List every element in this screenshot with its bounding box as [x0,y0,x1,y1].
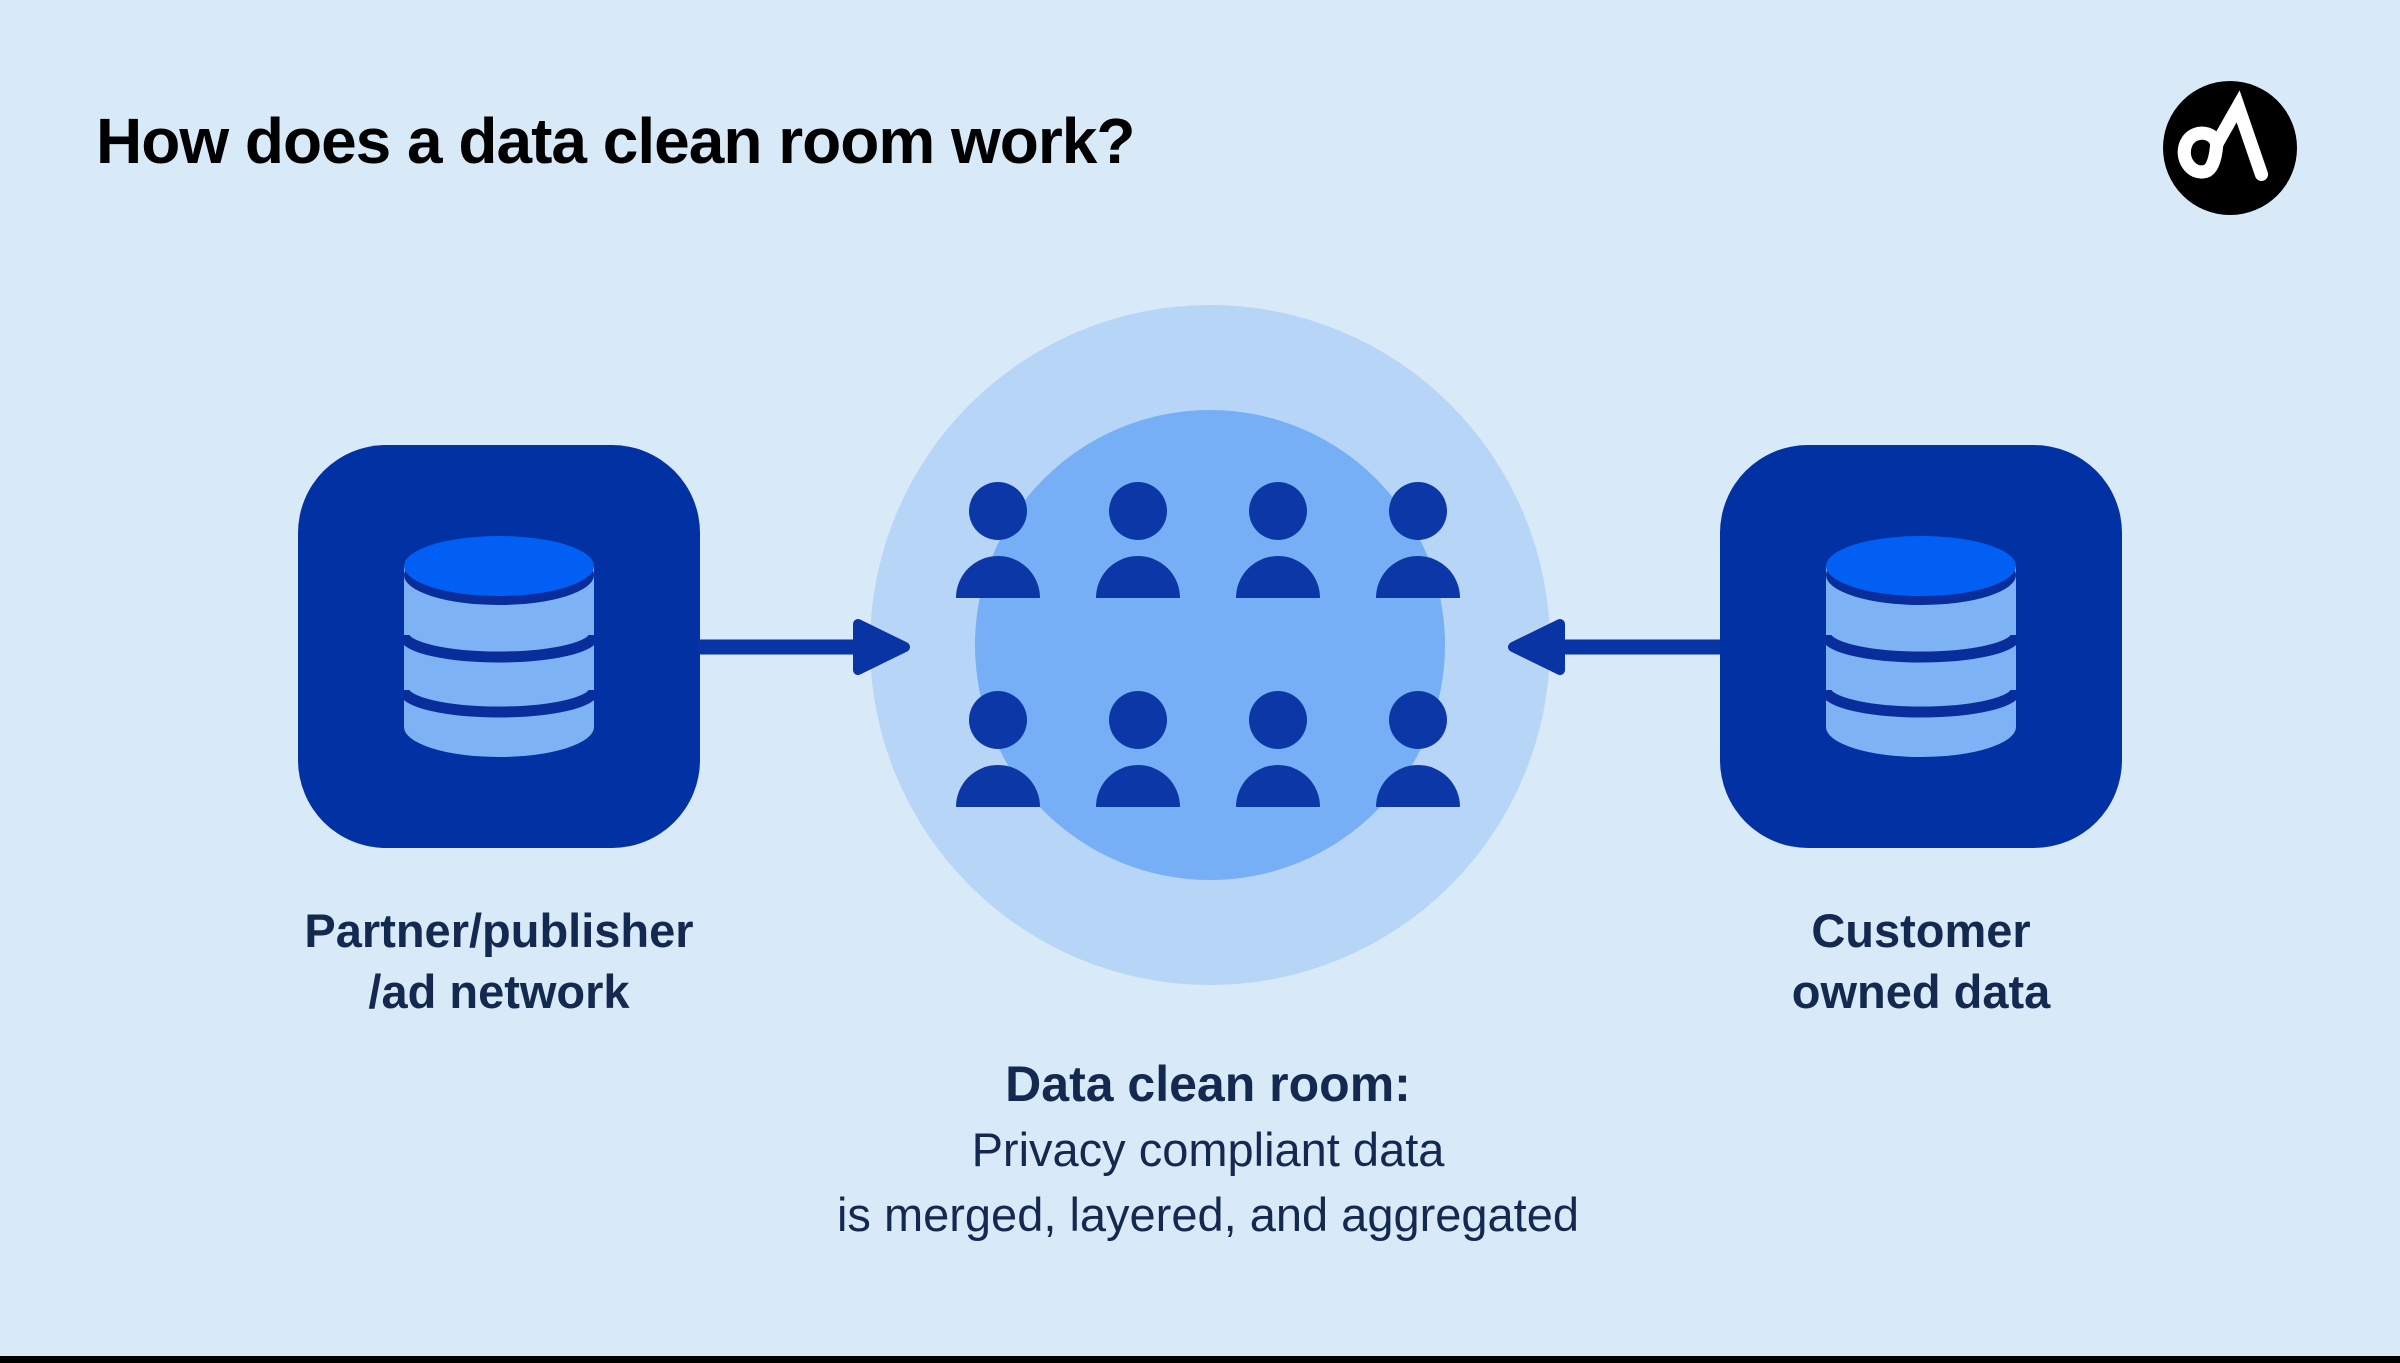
clean-room-caption: Data clean room: Privacy compliant data … [758,1052,1658,1247]
clean-room-people-grid [956,482,1460,807]
clean-room-description-line1: Privacy compliant data [971,1123,1445,1176]
left-source-label: Partner/publisher /ad network [259,900,739,1022]
database-icon [1826,535,2016,757]
right-source-box [1720,445,2122,848]
right-source-label-line1: Customer [1811,904,2031,957]
left-source-label-line1: Partner/publisher [304,904,694,957]
clean-room-description-line2: is merged, layered, and aggregated [836,1188,1580,1241]
right-source-label: Customer owned data [1681,900,2161,1022]
person-icon [1236,482,1320,598]
person-icon [1096,482,1180,598]
arrow-left-icon [1508,619,1720,675]
person-icon [1236,691,1320,807]
database-icon [404,535,594,757]
left-source-label-line2: /ad network [368,965,630,1018]
arrow-right-icon [698,619,910,675]
adjust-a-icon [2177,90,2269,181]
bottom-black-bar [0,1356,2400,1363]
person-icon [1376,691,1460,807]
person-icon [956,482,1040,598]
left-source-box [298,445,700,848]
clean-room-inner-circle [975,410,1445,880]
clean-room-heading: Data clean room: [1005,1056,1411,1112]
person-icon [956,691,1040,807]
person-icon [1096,691,1180,807]
adjust-logo [2163,81,2297,215]
page-title: How does a data clean room work? [96,105,1135,177]
person-icon [1376,482,1460,598]
right-source-label-line2: owned data [1791,965,2051,1018]
